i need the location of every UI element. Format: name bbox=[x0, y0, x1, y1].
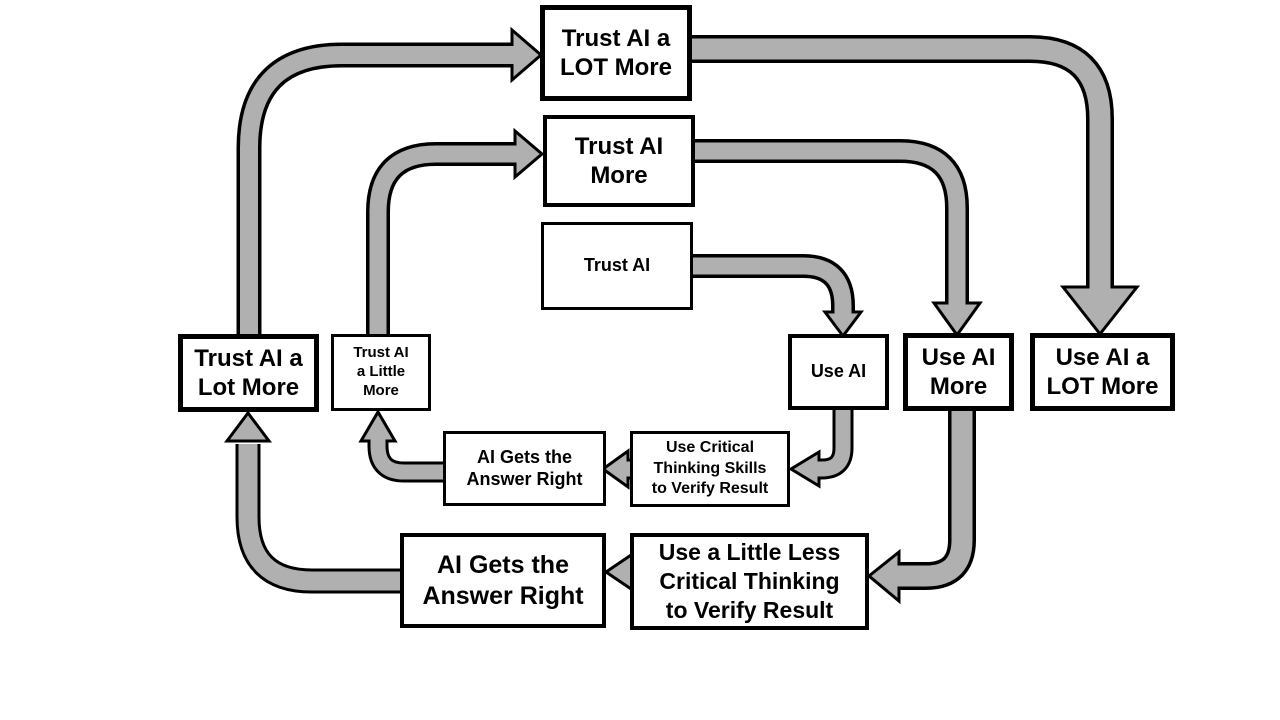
node-use-little-less-critical-thinking: Use a Little Less Critical Thinking to V… bbox=[630, 533, 869, 630]
arrow-trust-ai-more-to-use-ai-more bbox=[692, 139, 983, 338]
node-use-ai: Use AI bbox=[788, 334, 889, 410]
arrow-trust-ai-a-lot-more-left-to-top bbox=[236, 26, 544, 336]
node-ai-gets-answer-right-bottom: AI Gets the Answer Right bbox=[400, 533, 606, 628]
arrow-ai-gets-answer-right-bottom-to-trust-ai-a-lot-more bbox=[224, 410, 402, 594]
node-trust-ai: Trust AI bbox=[541, 222, 693, 310]
node-use-ai-a-lot-more: Use AI a LOT More bbox=[1030, 333, 1175, 411]
arrow-trust-ai-a-little-more-to-trust-ai-more bbox=[366, 127, 545, 336]
node-use-critical-thinking: Use Critical Thinking Skills to Verify R… bbox=[630, 431, 790, 507]
arrow-use-ai-to-use-critical-thinking bbox=[788, 408, 854, 489]
node-use-ai-more: Use AI More bbox=[903, 333, 1014, 411]
arrow-use-ai-more-to-use-little-less-critical-thinking bbox=[866, 409, 976, 605]
node-ai-gets-answer-right-mid: AI Gets the Answer Right bbox=[443, 431, 606, 506]
node-trust-ai-a-lot-more-left: Trust AI a Lot More bbox=[178, 334, 319, 412]
arrow-trust-ai-to-use-ai bbox=[690, 254, 864, 339]
node-trust-ai-a-lot-more-top: Trust AI a LOT More bbox=[540, 5, 692, 101]
node-trust-ai-more: Trust AI More bbox=[543, 115, 695, 207]
arrow-ai-gets-answer-right-to-trust-ai-a-little-more bbox=[358, 409, 445, 483]
arrow-trust-ai-a-lot-more-to-use-ai-a-lot-more bbox=[690, 35, 1141, 337]
node-trust-ai-a-little-more: Trust AI a Little More bbox=[331, 334, 431, 411]
